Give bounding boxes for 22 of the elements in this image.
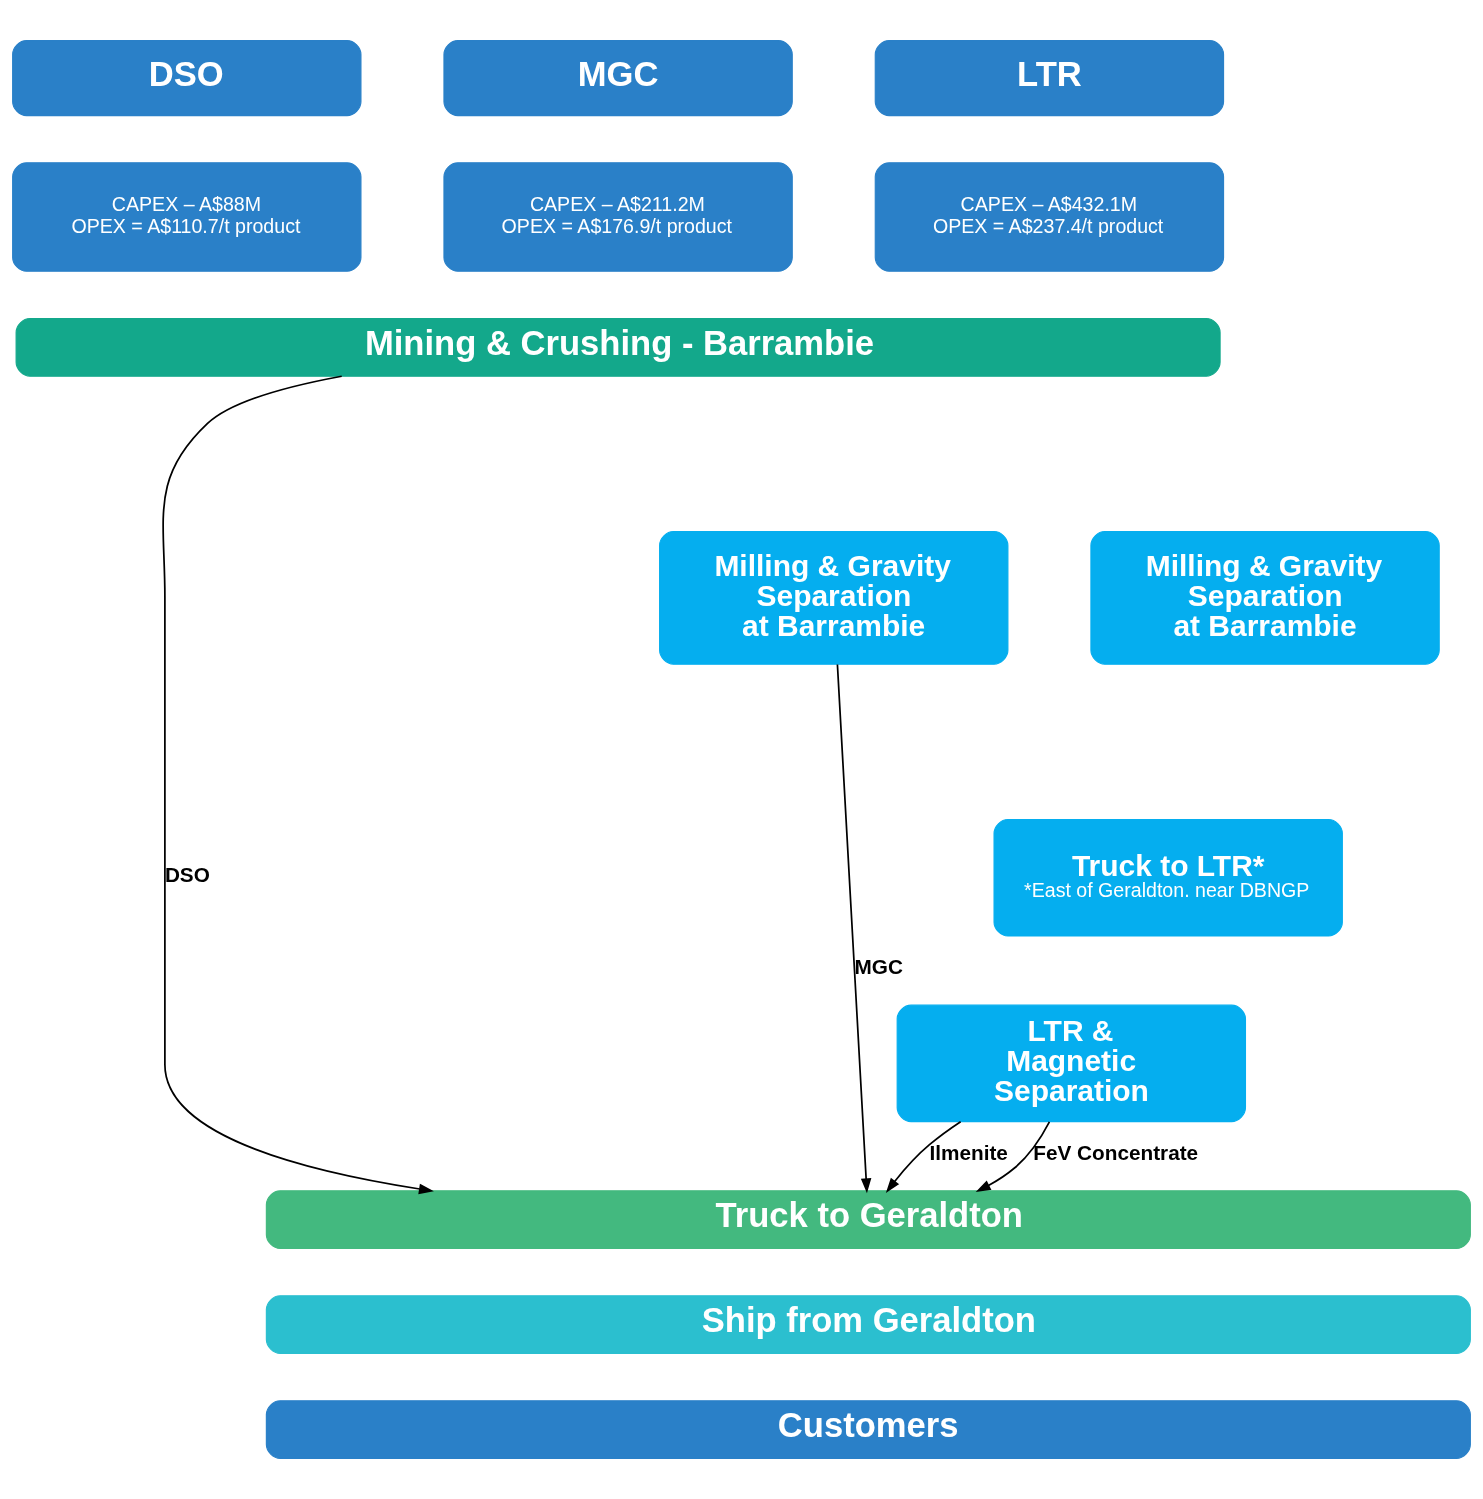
node-box: Milling & Gravity Separation at Barrambie	[659, 530, 1009, 665]
node-box: Truck to LTR* *East of Geraldton. near DBNGP	[993, 818, 1343, 937]
arrow	[885, 1120, 962, 1193]
node-box: Ship from Geraldton	[265, 1295, 1471, 1354]
arrow	[162, 375, 434, 1195]
node-box: Customers	[265, 1400, 1471, 1459]
arrow	[836, 663, 872, 1194]
node-box: LTR & Magnetic Separation	[896, 1004, 1247, 1123]
edge-label: DSO	[164, 862, 210, 886]
node-box: Mining & Crushing - Barrambie	[15, 317, 1221, 377]
node-box: LTR	[874, 40, 1225, 117]
node-box: Truck to Geraldton	[265, 1190, 1471, 1250]
node-box: Milling & Gravity Separation at Barrambie	[1090, 530, 1440, 665]
node-box: MGC	[443, 40, 793, 117]
edge-label: FeV Concentrate	[1033, 1141, 1199, 1165]
arrow	[975, 1121, 1051, 1192]
edge-label: Ilmenite	[929, 1141, 1008, 1165]
node-box: CAPEX – A$432.1M OPEX = A$237.4/t product	[874, 162, 1225, 272]
node-box: DSO	[12, 40, 362, 117]
edge-label: MGC	[854, 955, 903, 979]
node-box: CAPEX – A$88M OPEX = A$110.7/t product	[12, 162, 362, 272]
node-box: CAPEX – A$211.2M OPEX = A$176.9/t product	[443, 162, 793, 272]
